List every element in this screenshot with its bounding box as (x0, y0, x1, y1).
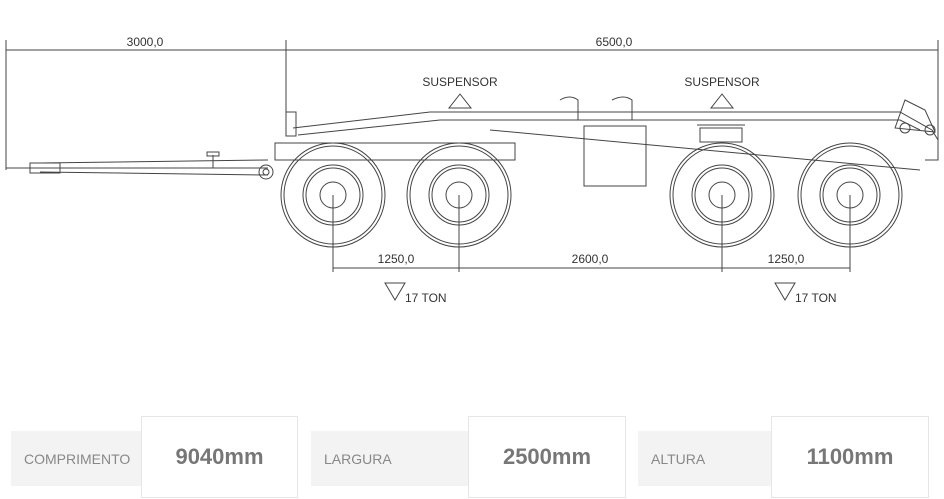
load-triangle-icon (384, 282, 406, 301)
dim-front-label: 3000,0 (127, 35, 164, 49)
axle-dimensions: 1250,0 2600,0 1250,0 17 TON 17 TON (333, 252, 850, 305)
spec-value-height: 1100mm (771, 416, 929, 498)
wheel (280, 142, 386, 272)
spec-value-width: 2500mm (468, 416, 626, 498)
spec-label-height: ALTURA (638, 431, 771, 486)
wheel (797, 142, 903, 272)
front-bogie-frame (274, 142, 516, 161)
toolbox (583, 125, 647, 187)
wheel (669, 142, 775, 272)
spec-value-length: 9040mm (141, 416, 298, 498)
trailer-technical-drawing: 3000,0 6500,0 SUSPENSOR SUSPENSOR 1250,0… (5, 35, 939, 305)
spec-label-width: LARGURA (311, 431, 468, 486)
load-label-2: 17 TON (795, 291, 837, 305)
load-triangle-icon (774, 282, 796, 301)
axle-spacing-2: 1250,0 (768, 252, 805, 266)
drawbar (6, 151, 274, 180)
chassis (285, 96, 939, 187)
spec-label-length: COMPRIMENTO (11, 431, 141, 486)
suspensor-triangle-icon (709, 93, 735, 109)
axle-spacing-mid: 2600,0 (572, 252, 609, 266)
suspensor-triangle-icon (447, 93, 473, 109)
wheels (280, 142, 903, 272)
suspensor-label-1: SUSPENSOR (422, 75, 498, 89)
suspensor-label-2: SUSPENSOR (684, 75, 760, 89)
dim-body-label: 6500,0 (596, 35, 633, 49)
wheel (406, 142, 512, 272)
top-dimensions: 3000,0 6500,0 (5, 35, 939, 170)
load-label-1: 17 TON (405, 291, 447, 305)
axle-spacing-1: 1250,0 (378, 252, 415, 266)
